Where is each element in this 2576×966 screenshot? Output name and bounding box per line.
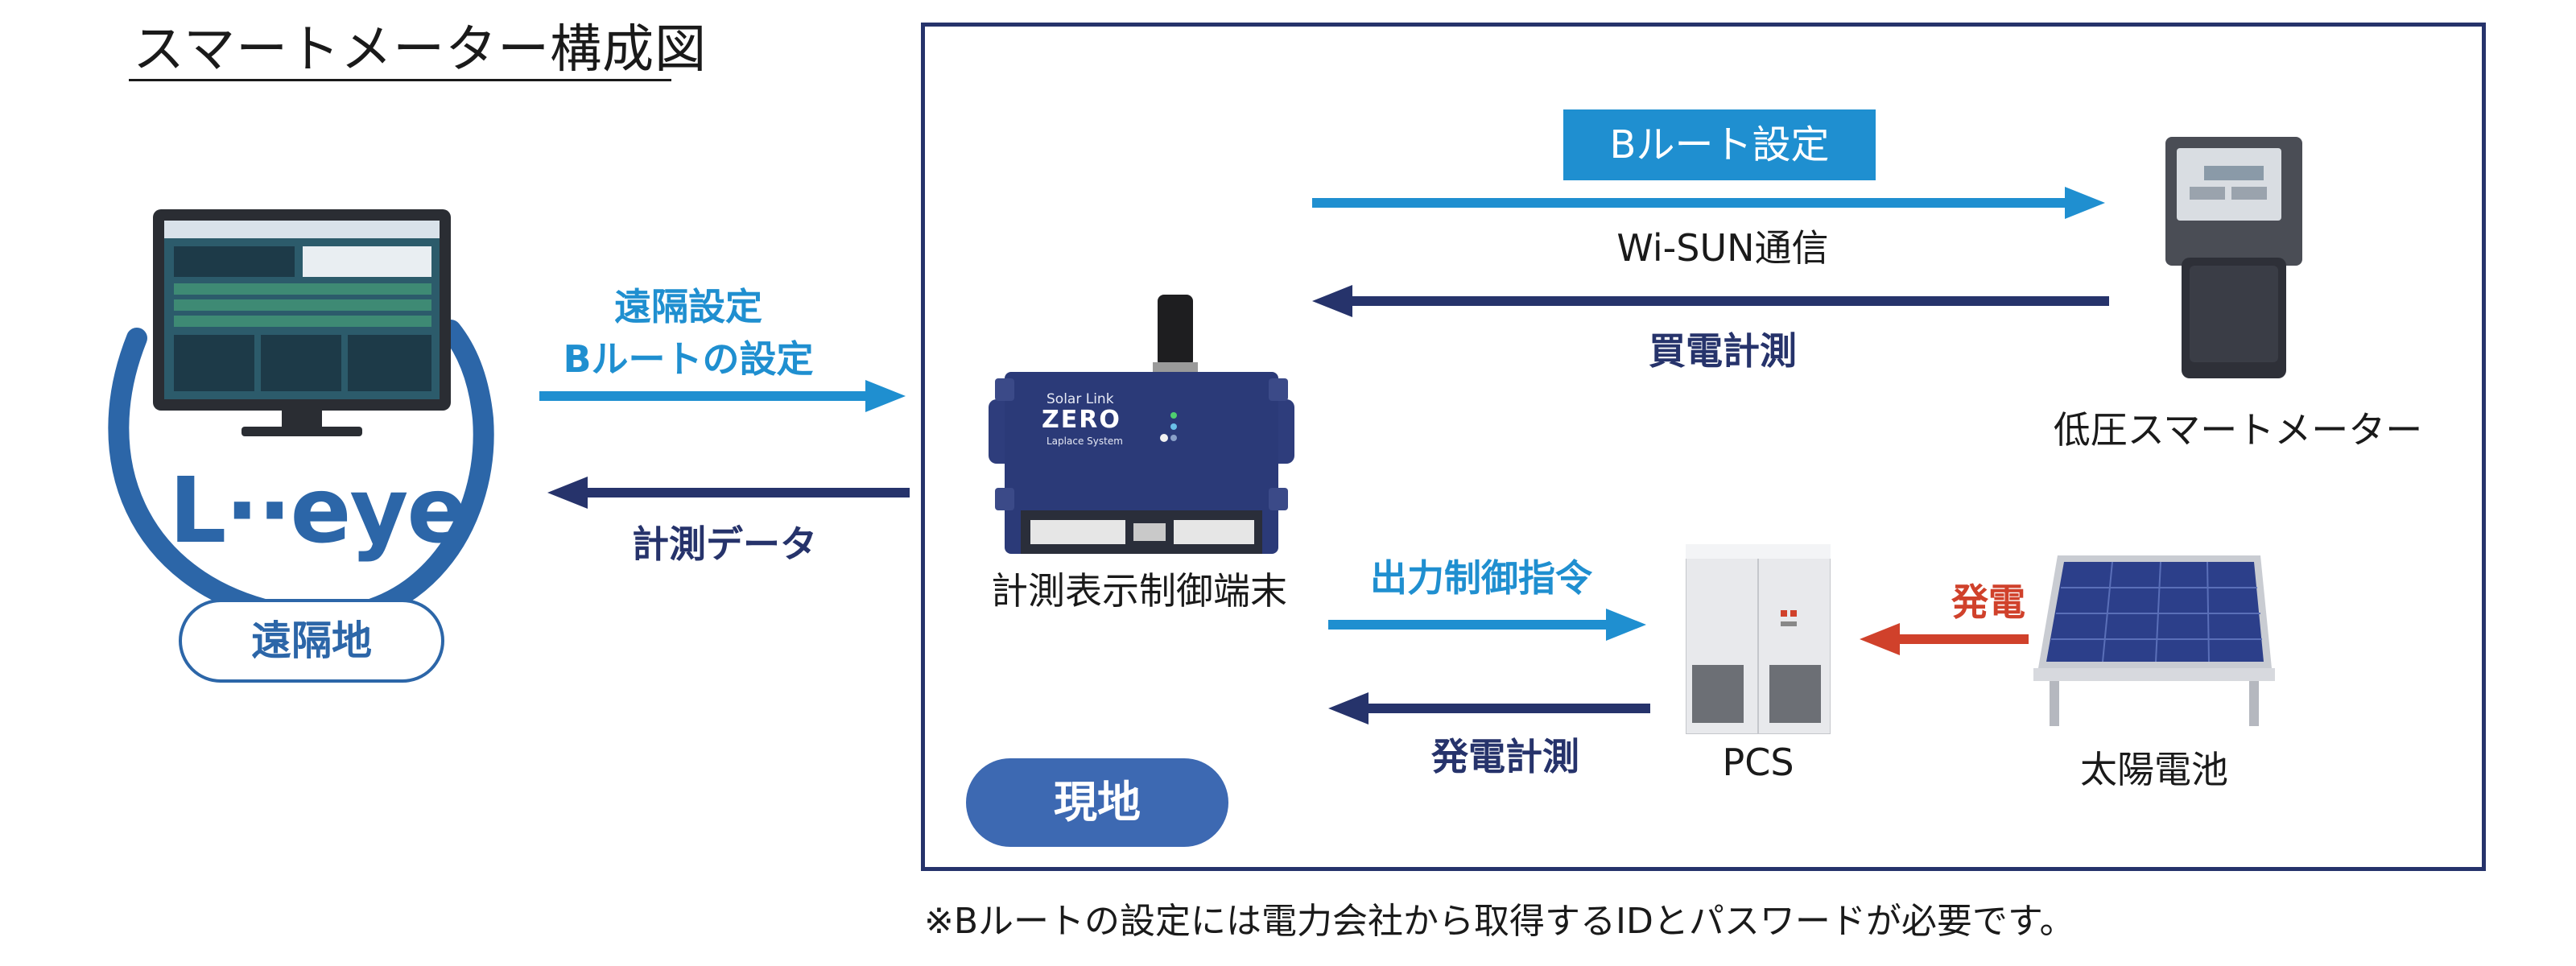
leye-logo: L··eye bbox=[169, 459, 468, 564]
output-control-label: 出力制御指令 bbox=[1370, 556, 1592, 600]
pcs-graphic bbox=[1686, 544, 1831, 734]
remote-setting-label-2: Bルートの設定 bbox=[563, 337, 814, 381]
meter-label: 低圧スマートメーター bbox=[2053, 408, 2423, 452]
remote-setting-label-1: 遠隔設定 bbox=[614, 285, 762, 328]
pcs-label: PCS bbox=[1722, 741, 1794, 784]
arrow-generation-measure bbox=[1328, 692, 1650, 724]
terminal-brand-1: Solar Link bbox=[1046, 391, 1114, 407]
purchase-measure-label: 買電計測 bbox=[1649, 329, 1797, 373]
arrow-generation bbox=[1860, 623, 2029, 655]
arrow-output-control bbox=[1328, 609, 1646, 641]
wisun-label: Wi-SUN通信 bbox=[1616, 226, 1829, 270]
broute-setting-badge: Bルート設定 bbox=[1563, 109, 1876, 180]
site-place-badge: 現地 bbox=[966, 758, 1228, 847]
measurement-data-label: 計測データ bbox=[632, 522, 817, 566]
smart-meter-graphic bbox=[2165, 137, 2302, 378]
generation-label: 発電 bbox=[1951, 580, 2025, 624]
remote-place-badge: 遠隔地 bbox=[179, 599, 444, 683]
terminal-maker: Laplace System bbox=[1046, 436, 1123, 447]
solar-label: 太陽電池 bbox=[2080, 748, 2228, 791]
solar-panel-graphic bbox=[2033, 555, 2275, 726]
terminal-device-graphic bbox=[989, 295, 1294, 554]
title-underline bbox=[129, 79, 671, 81]
arrow-remote-to-site bbox=[539, 380, 906, 412]
footnote: ※Bルートの設定には電力会社から取得するIDとパスワードが必要です。 bbox=[924, 901, 2075, 942]
leye-monitor-graphic bbox=[108, 209, 494, 628]
arrow-wisun-out bbox=[1312, 187, 2105, 219]
arrow-purchase-measure bbox=[1312, 285, 2109, 317]
page-title: スマートメーター構成図 bbox=[133, 20, 708, 80]
terminal-brand-2: ZERO bbox=[1042, 406, 1121, 434]
arrow-site-to-remote bbox=[547, 477, 910, 509]
generation-measure-label: 発電計測 bbox=[1431, 735, 1579, 778]
terminal-label: 計測表示制御端末 bbox=[991, 569, 1287, 613]
site-boundary bbox=[921, 23, 2486, 871]
